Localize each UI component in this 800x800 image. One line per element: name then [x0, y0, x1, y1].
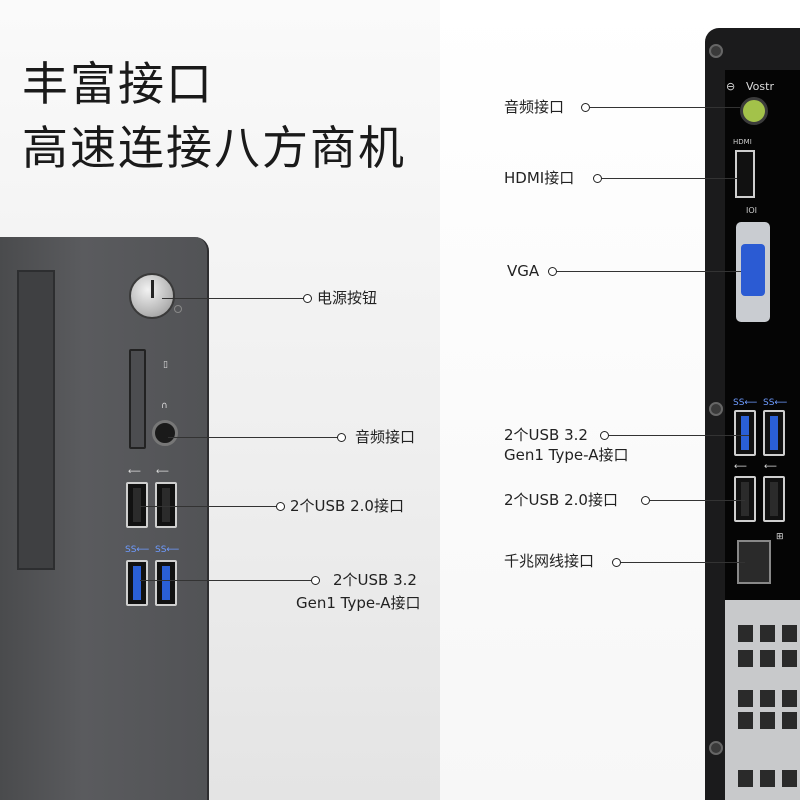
headline-title: 丰富接口	[22, 57, 214, 111]
label-front-usb2: 2个USB 2.0接口	[290, 497, 404, 515]
callout-dot	[548, 267, 557, 276]
grill-hole	[782, 770, 797, 787]
grill-hole	[782, 712, 797, 729]
grill-hole	[782, 690, 797, 707]
grill-hole	[760, 690, 775, 707]
callout-line	[168, 437, 340, 438]
front-usb3-port	[126, 560, 148, 606]
front-audio-jack	[152, 420, 178, 446]
callout-line	[602, 178, 737, 179]
rear-usb3-port	[734, 410, 756, 456]
label-front-usb3-line2: Gen1 Type-A接口	[296, 594, 421, 612]
grill-hole	[760, 712, 775, 729]
label-rear-hdmi: HDMI接口	[504, 169, 575, 187]
optical-drive-bay	[17, 270, 55, 570]
grill-hole	[782, 625, 797, 642]
label-rear-usb3-line2: Gen1 Type-A接口	[504, 446, 629, 464]
headset-icon: ∩	[161, 401, 168, 411]
label-rear-usb3-line1: 2个USB 3.2	[504, 426, 588, 444]
callout-dot	[337, 433, 346, 442]
label-rear-audio: 音频接口	[504, 98, 565, 116]
vga-port	[741, 244, 765, 296]
screw	[709, 402, 723, 416]
usb3-icon: SS⟵	[763, 398, 788, 408]
rear-brand-label: Vostr	[746, 80, 774, 93]
callout-line	[590, 107, 740, 108]
grill-hole	[782, 650, 797, 667]
callout-dot	[641, 496, 650, 505]
usb-icon: ⟵	[128, 467, 141, 477]
grill-hole	[760, 625, 775, 642]
screw	[709, 44, 723, 58]
network-icon: ⊞	[776, 532, 784, 542]
callout-line	[650, 500, 745, 501]
usb-icon: ⟵	[734, 462, 747, 472]
callout-dot	[600, 431, 609, 440]
usb3-icon: SS⟵	[155, 545, 180, 555]
usb-icon: ⟵	[156, 467, 169, 477]
callout-dot	[581, 103, 590, 112]
usb-icon: ⟵	[764, 462, 777, 472]
callout-dot	[276, 502, 285, 511]
usb3-icon: SS⟵	[733, 398, 758, 408]
grill-hole	[760, 770, 775, 787]
rear-audio-jack	[740, 97, 768, 125]
headphone-icon: ⊖	[726, 80, 736, 93]
callout-dot	[593, 174, 602, 183]
label-power-button: 电源按钮	[317, 289, 378, 307]
headline-subtitle: 高速连接八方商机	[22, 121, 406, 175]
usb3-icon: SS⟵	[125, 545, 150, 555]
label-rear-usb2: 2个USB 2.0接口	[504, 491, 618, 509]
rear-usb3-port	[763, 410, 785, 456]
grill-hole	[738, 625, 753, 642]
screw	[709, 741, 723, 755]
label-rear-vga: VGA	[507, 262, 540, 280]
vga-tag: IOI	[746, 206, 758, 215]
callout-line	[621, 562, 745, 563]
callout-line	[162, 298, 307, 299]
callout-line	[609, 435, 749, 436]
callout-dot	[612, 558, 621, 567]
grill-hole	[760, 650, 775, 667]
power-button	[129, 273, 175, 319]
label-rear-lan: 千兆网线接口	[504, 552, 595, 570]
hdmi-tag: HDMI	[733, 138, 752, 146]
front-usb2-port	[126, 482, 148, 528]
callout-line	[140, 580, 315, 581]
callout-dot	[303, 294, 312, 303]
drive-activity-icon: ▯	[163, 360, 168, 370]
front-usb2-port	[155, 482, 177, 528]
callout-line	[557, 271, 741, 272]
grill-hole	[738, 650, 753, 667]
card-reader-slot	[129, 349, 146, 449]
front-usb3-port	[155, 560, 177, 606]
callout-line	[140, 506, 280, 507]
grill-hole	[738, 770, 753, 787]
callout-dot	[311, 576, 320, 585]
power-led	[174, 305, 182, 313]
hdmi-port	[735, 150, 755, 198]
rear-usb2-port	[763, 476, 785, 522]
grill-hole	[738, 712, 753, 729]
label-front-usb3-line1: 2个USB 3.2	[333, 571, 417, 589]
label-front-audio: 音频接口	[355, 428, 416, 446]
rear-usb2-port	[734, 476, 756, 522]
grill-hole	[738, 690, 753, 707]
